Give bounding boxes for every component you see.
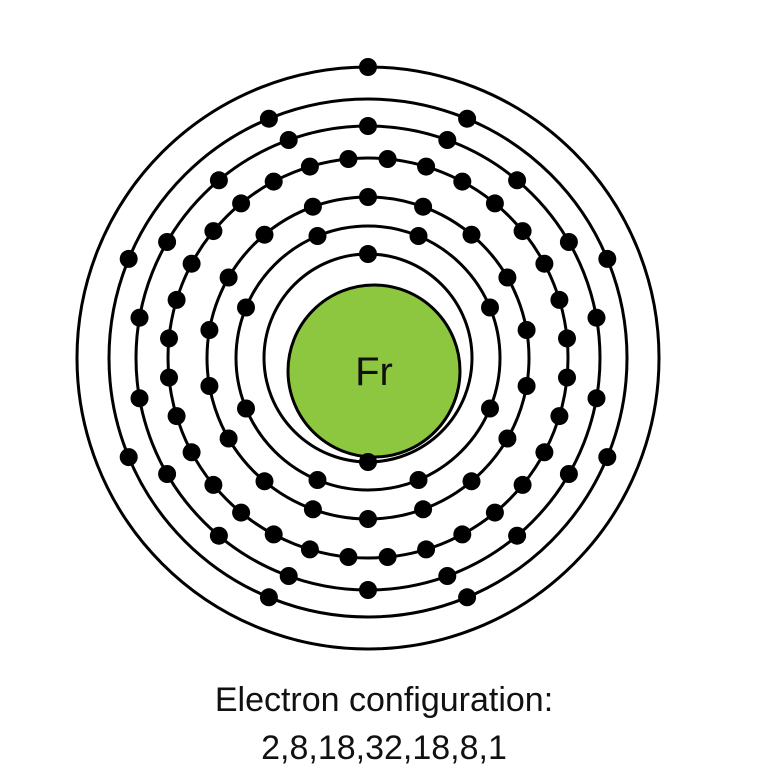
- electron-shell-2: [481, 399, 499, 418]
- electron-shell-2: [409, 227, 428, 245]
- electron-shell-5: [587, 389, 606, 408]
- electron-shell-2: [481, 298, 499, 317]
- electron-shell-6: [259, 109, 278, 128]
- electron-shell-3: [498, 268, 517, 287]
- shell-6-ring: [107, 97, 629, 619]
- electron-shell-6: [598, 249, 617, 268]
- electron-shell-5: [587, 308, 606, 327]
- electron-shell-3: [359, 188, 377, 206]
- electron-shell-2: [237, 399, 255, 418]
- electron-shell-5: [438, 567, 457, 585]
- electron-shell-4: [378, 150, 397, 168]
- electron-shell-5: [359, 117, 377, 135]
- electron-shell-4: [182, 254, 201, 273]
- electron-shell-5: [130, 389, 149, 408]
- electron-shell-5: [359, 581, 377, 599]
- electrons: [119, 58, 617, 607]
- electron-shell-2: [308, 227, 327, 245]
- electron-shell-4: [300, 540, 319, 559]
- electron-shell-5: [559, 465, 578, 483]
- electron-shell-7: [359, 58, 377, 76]
- electron-shell-2: [308, 471, 327, 489]
- electron-shell-1: [359, 453, 377, 471]
- electron-shell-4: [558, 368, 576, 387]
- electron-shell-4: [264, 525, 283, 544]
- electron-shell-4: [160, 329, 178, 348]
- electron-shell-2: [237, 298, 255, 317]
- electron-shell-4: [513, 222, 532, 241]
- electron-shell-4: [160, 368, 178, 387]
- shell-4-ring: [166, 156, 570, 560]
- electron-shell-3: [255, 472, 274, 491]
- electron-shell-4: [339, 150, 358, 168]
- caption-label: Electron configuration:: [214, 681, 554, 719]
- electron-shell-6: [598, 448, 617, 467]
- electron-shell-4: [453, 525, 472, 544]
- electron-shell-4: [417, 540, 436, 559]
- electron-shell-4: [339, 548, 358, 566]
- electron-shell-3: [200, 321, 219, 339]
- electron-shell-6: [259, 588, 278, 607]
- electron-shell-4: [378, 548, 397, 566]
- electron-shell-5: [279, 567, 298, 585]
- electron-shell-5: [209, 171, 228, 190]
- electron-shell-3: [462, 225, 481, 244]
- electron-shell-3: [303, 500, 322, 519]
- electron-shell-4: [167, 290, 186, 309]
- electron-shell-4: [300, 157, 319, 176]
- electron-shell-3: [303, 197, 322, 216]
- electron-shell-4: [453, 172, 472, 191]
- electron-shell-3: [200, 377, 219, 395]
- electron-shell-4: [558, 329, 576, 348]
- electron-shell-3: [219, 268, 238, 287]
- electron-shell-3: [498, 429, 517, 448]
- electron-shell-6: [458, 109, 477, 128]
- electron-shell-5: [559, 233, 578, 251]
- electron-shell-4: [417, 157, 436, 176]
- electron-shell-5: [130, 308, 149, 327]
- electron-shell-4: [485, 503, 504, 522]
- electron-shell-5: [209, 526, 228, 545]
- electron-shell-6: [119, 448, 138, 467]
- electron-configuration: 2,8,18,32,18,8,1: [261, 729, 507, 767]
- electron-shell-4: [535, 254, 554, 273]
- electron-shell-6: [119, 249, 138, 268]
- electron-shell-4: [204, 475, 223, 494]
- electron-shell-3: [517, 321, 536, 339]
- electron-shell-1: [359, 245, 377, 263]
- electron-shell-4: [232, 194, 251, 213]
- electron-shell-4: [167, 407, 186, 426]
- shell-2-ring: [234, 224, 502, 492]
- electron-shell-4: [204, 222, 223, 241]
- electron-shell-3: [462, 472, 481, 491]
- electron-shell-4: [182, 443, 201, 462]
- electron-shell-5: [508, 526, 527, 545]
- electron-shell-3: [219, 429, 238, 448]
- electron-shell-5: [158, 233, 177, 251]
- electron-shell-4: [550, 290, 569, 309]
- electron-shell-5: [508, 171, 527, 190]
- electron-shell-5: [158, 465, 177, 483]
- electron-shell-5: [438, 131, 457, 149]
- electron-shell-2: [409, 471, 428, 489]
- electron-shell-4: [485, 194, 504, 213]
- electron-shell-3: [255, 225, 274, 244]
- element-symbol: Fr: [355, 350, 393, 394]
- electron-shell-3: [359, 510, 377, 528]
- electron-shell-4: [264, 172, 283, 191]
- electron-shell-6: [458, 588, 477, 607]
- electron-shell-3: [414, 500, 433, 519]
- electron-shell-4: [232, 503, 251, 522]
- electron-shell-3: [517, 377, 536, 395]
- electron-shell-5: [279, 131, 298, 149]
- electron-shell-4: [513, 475, 532, 494]
- electron-shell-4: [550, 407, 569, 426]
- electron-shell-3: [414, 197, 433, 216]
- electron-shell-4: [535, 443, 554, 462]
